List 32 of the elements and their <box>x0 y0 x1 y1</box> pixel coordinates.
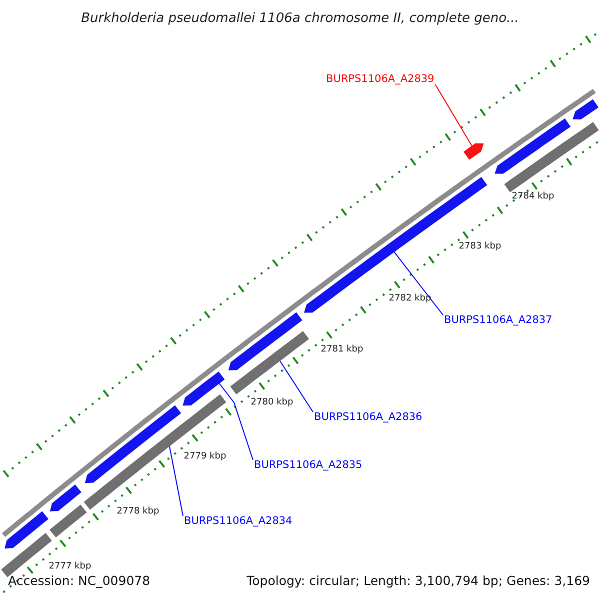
gene-label: BURPS1106A_A2836 <box>314 412 422 422</box>
accession-text: Accession: NC_009078 <box>8 575 150 588</box>
gene-segment <box>464 143 484 160</box>
gene-label: BURPS1106A_A2837 <box>444 315 552 326</box>
leader-line <box>169 446 184 516</box>
gene-segment <box>228 312 302 370</box>
scale-label: 2782 kbp <box>388 294 432 304</box>
gene-segment <box>50 484 82 512</box>
gene-label: BURPS1106A_A2834 <box>184 516 292 526</box>
leader-line <box>280 360 314 412</box>
scale-label: 2779 kbp <box>184 452 226 462</box>
scale-label: 2777 kbp <box>48 562 92 572</box>
leader-line <box>434 84 472 146</box>
gene-label: BURPS1106A_A2839 <box>326 74 434 84</box>
gene-segment <box>4 511 48 548</box>
gene-segment <box>182 372 225 406</box>
gene-segment <box>494 118 571 174</box>
gene-label: BURPS1106A_A2835 <box>254 460 362 470</box>
scale-label: 2781 kbp <box>320 346 364 354</box>
genome-info-text: Topology: circular; Length: 3,100,794 bp; Genes: 3,169 <box>246 575 590 588</box>
leader-line <box>218 383 254 460</box>
gene-segment <box>84 405 182 484</box>
leader-line <box>394 252 444 316</box>
gene-segment <box>572 99 598 120</box>
gene-segment <box>50 504 87 538</box>
scale-label: 2778 kbp <box>116 508 160 516</box>
gene-segment <box>230 331 309 394</box>
scale-label: 2780 kbp <box>250 398 294 408</box>
gene-segment <box>504 122 599 192</box>
scale-label: 2783 kbp <box>458 242 502 252</box>
title: Burkholderia pseudomallei 1106a chromosome II, complete geno... <box>80 12 520 25</box>
scale-label: 2784 kbp <box>512 192 554 202</box>
